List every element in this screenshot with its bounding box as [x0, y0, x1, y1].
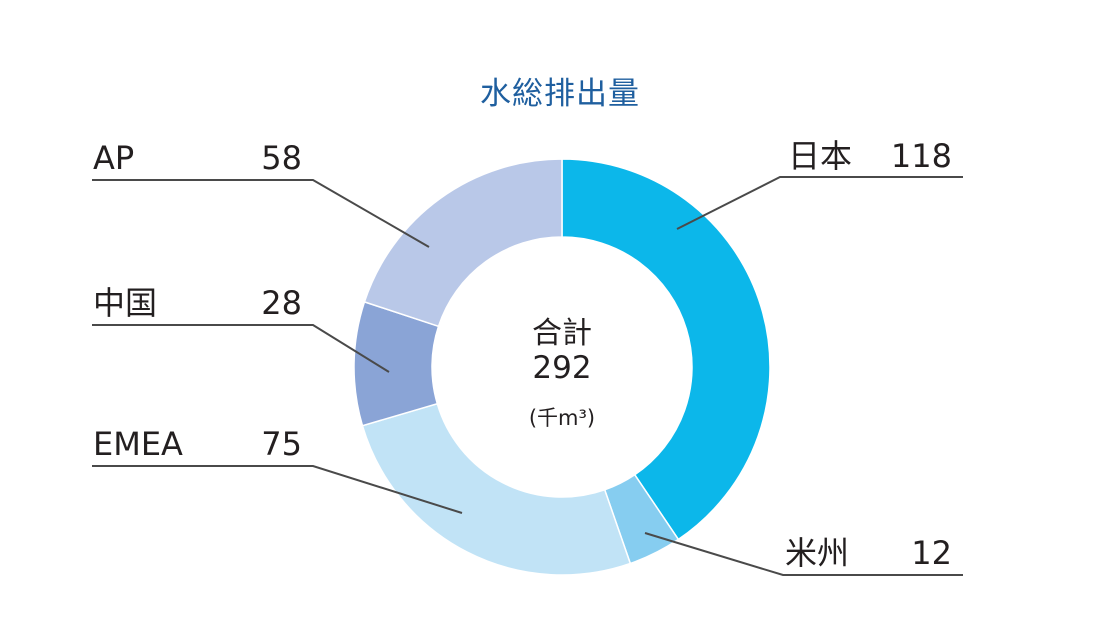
- leader-lines: [92, 176, 963, 576]
- value-ap: 58: [261, 139, 302, 177]
- slice-ap: [363, 158, 563, 328]
- slice-emea: [361, 402, 632, 576]
- leader-line-ap: [92, 179, 430, 248]
- total-unit: (千m³): [528, 406, 596, 430]
- value-japan: 118: [890, 137, 952, 175]
- total-value: 292: [532, 350, 592, 386]
- leader-line-americas: [644, 532, 963, 576]
- total-label: 合計: [532, 316, 592, 351]
- label-japan: 日本: [788, 137, 853, 175]
- label-china: 中国: [93, 284, 158, 322]
- donut-slices: [353, 158, 771, 576]
- leader-line-china: [92, 324, 390, 373]
- value-americas: 12: [911, 534, 952, 572]
- value-china: 28: [261, 284, 302, 322]
- leader-line-japan: [676, 176, 963, 230]
- value-emea: 75: [261, 425, 302, 463]
- label-americas: 米州: [785, 534, 850, 572]
- chart-title: 水総排出量: [480, 76, 640, 112]
- leader-line-emea: [92, 465, 463, 514]
- label-emea: EMEA: [93, 425, 183, 463]
- label-ap: AP: [93, 139, 135, 177]
